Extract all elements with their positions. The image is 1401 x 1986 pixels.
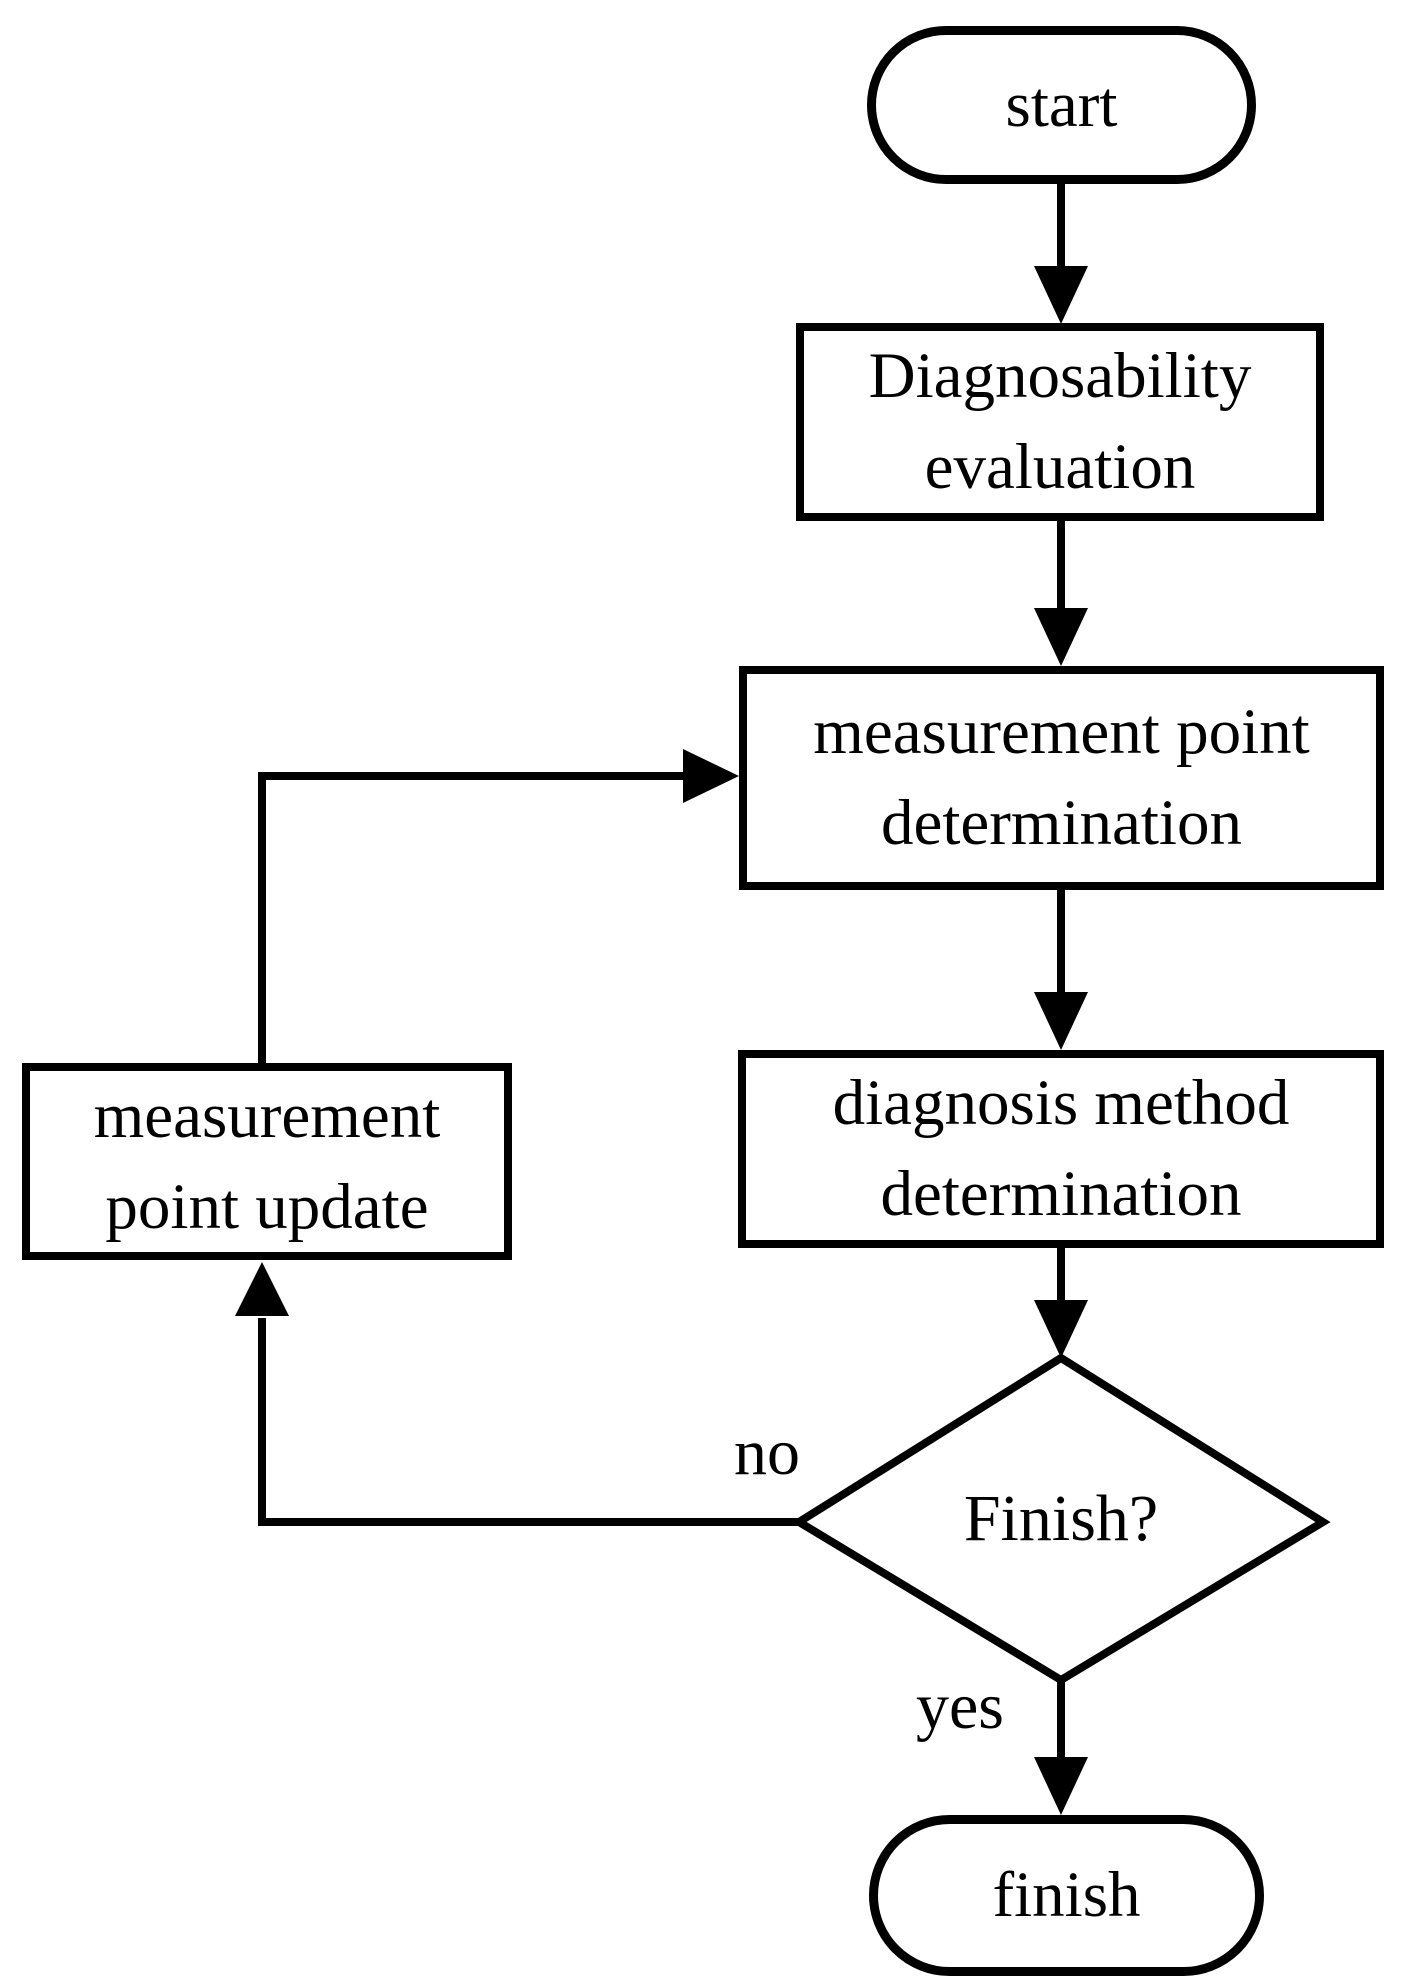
arrowhead-down-3 [1034, 992, 1088, 1050]
arrowhead-down-4 [1034, 1300, 1088, 1358]
node-finish: finish [869, 1815, 1264, 1976]
node-measurement-point-determination-label-line1: measurement point [813, 696, 1310, 768]
decision-diamond [791, 1353, 1331, 1685]
arrowhead-down-5 [1034, 1757, 1088, 1815]
node-finish-decision-label: Finish? [799, 1358, 1323, 1680]
edge-update-to-measurement [258, 772, 683, 1063]
node-start: start [867, 26, 1256, 184]
node-measurement-point-update: measurement point update [22, 1063, 512, 1260]
node-diagnosis-method-determination-label-line2: determination [880, 1158, 1242, 1230]
node-diagnosis-method-determination: diagnosis method determination [738, 1050, 1384, 1248]
node-diagnosability-evaluation-label-line2: evaluation [924, 431, 1196, 503]
node-measurement-point-update-label-line2: point update [105, 1170, 429, 1243]
node-start-label: start [1005, 68, 1118, 141]
node-finish-label: finish [992, 1859, 1141, 1931]
node-measurement-point-determination: measurement point determination [739, 666, 1384, 890]
node-diagnosis-method-determination-label-line1: diagnosis method [832, 1067, 1290, 1139]
arrowhead-up-no [235, 1262, 289, 1316]
edge-label-yes: yes [916, 1670, 1004, 1743]
node-diagnosability-evaluation-label-line1: Diagnosability [868, 340, 1252, 412]
edge-decision-no-to-update [258, 1318, 799, 1526]
arrowhead-right-loop [683, 749, 739, 803]
edge-label-no: no [734, 1416, 800, 1489]
arrowhead-down-1 [1034, 266, 1088, 324]
node-measurement-point-update-label-line1: measurement [93, 1079, 441, 1152]
decision-question-text: Finish? [963, 1482, 1159, 1555]
node-diagnosability-evaluation: Diagnosability evaluation [796, 323, 1324, 521]
node-measurement-point-determination-label-line2: determination [881, 787, 1242, 859]
arrowhead-down-2 [1034, 608, 1088, 666]
